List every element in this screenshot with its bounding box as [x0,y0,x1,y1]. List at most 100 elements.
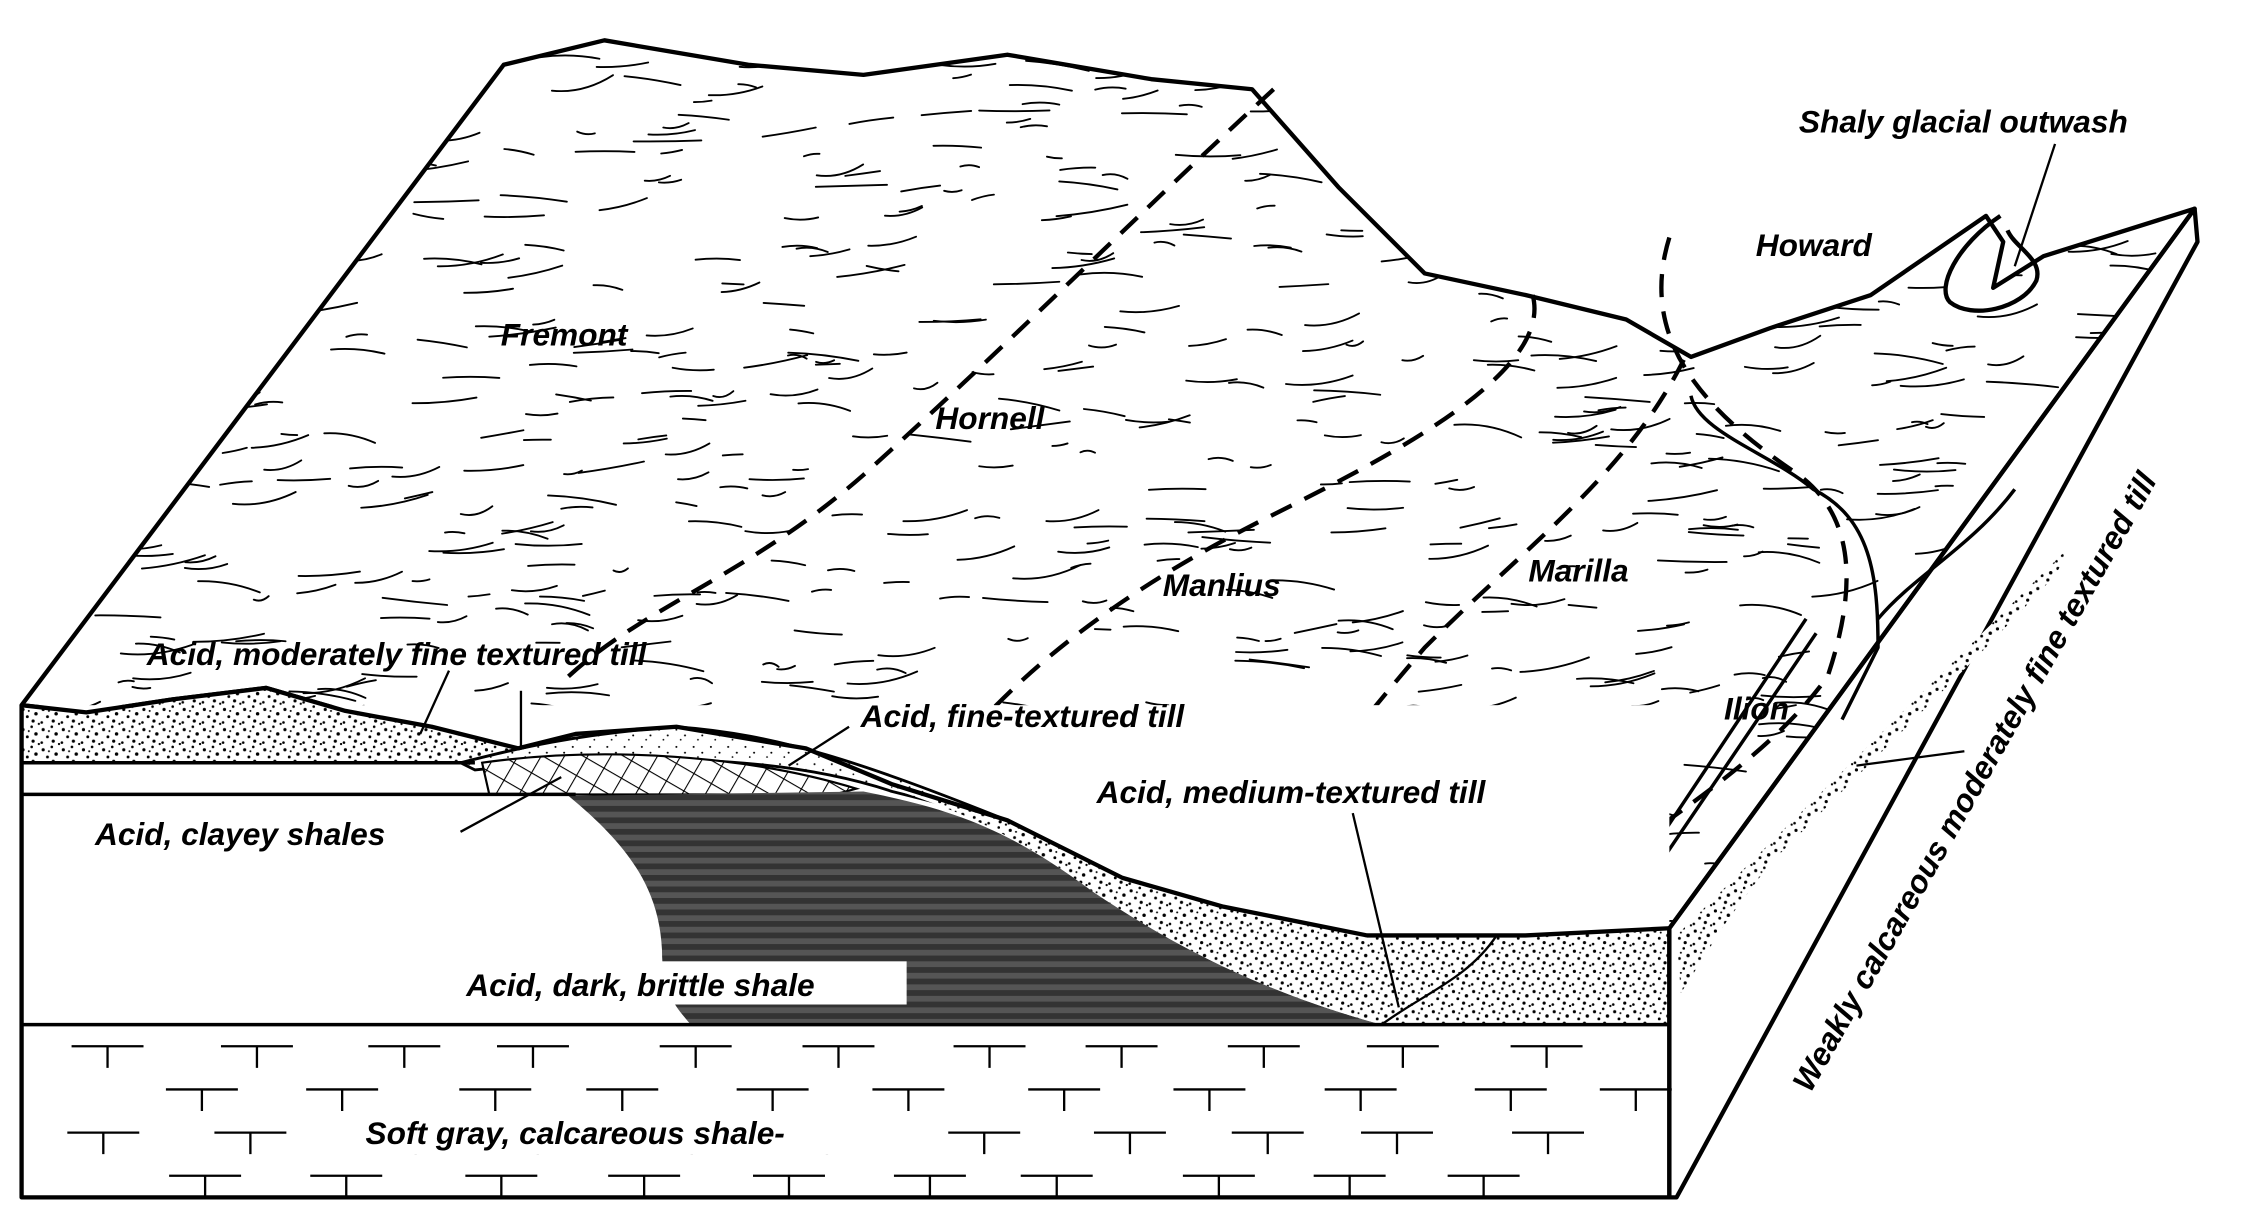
hatch-stroke [1450,108,1467,112]
hatch-stroke [2032,868,2090,876]
hatch-stroke [101,510,152,524]
brick-mark [659,1045,732,1068]
hatch-stroke [34,468,72,473]
hatch-stroke [814,362,841,366]
hatch-stroke [1795,796,1816,803]
hatch-stroke [1122,625,1180,633]
hatch-stroke [1423,624,1448,629]
hatch-stroke [210,415,228,419]
hatch-stroke [1565,273,1628,284]
hatch-stroke [1733,672,1766,677]
hatch-stroke [671,366,715,372]
hatch-stroke [622,437,668,445]
hatch-stroke [1858,188,1900,193]
hatch-stroke [1640,226,1690,230]
hatch-stroke [719,485,749,490]
brick-mark [67,1131,140,1155]
hatch-stroke [1567,424,1598,435]
hatch-stroke [696,590,717,594]
brick-mark [1361,1131,1433,1155]
hatch-stroke [1892,468,1957,473]
hatch-stroke [442,375,501,379]
brick-mark [465,1174,538,1198]
hatch-stroke [1269,579,1336,591]
label-marilla: Marilla [1528,552,1628,588]
hatch-stroke [809,248,851,258]
hatch-stroke [480,429,525,439]
hatch-stroke [647,129,696,136]
hatch-stroke [1896,419,1934,431]
hatch-stroke [1759,881,1791,888]
hatch-stroke [94,614,162,619]
hatch-stroke [1182,61,1233,73]
hatch-stroke [226,212,292,222]
hatch-stroke [932,144,983,149]
hatch-stroke [595,61,650,68]
hatch-stroke [555,393,592,402]
hatch-stroke [386,171,413,177]
hatch-stroke [1943,183,2010,198]
hatch-stroke [1774,334,1822,349]
hatch-stroke [938,62,997,68]
hatch-stroke [2159,706,2195,715]
hatch-stroke [877,646,936,658]
brick-mark [586,1088,659,1112]
hatch-stroke [474,325,530,333]
hatch-stroke [1491,667,1513,672]
hatch-stroke [1188,338,1227,347]
hatch-stroke [217,143,277,154]
hatch-stroke [1005,117,1032,124]
hatch-stroke [1399,200,1471,213]
hatch-stroke [2166,449,2195,453]
hatch-stroke [1632,136,1693,148]
hatch-stroke [1153,240,1176,247]
hatch-stroke [1683,401,1716,406]
hatch-stroke [1486,363,1536,372]
hatch-stroke [2168,423,2195,427]
hatch-stroke [1201,536,1272,544]
hatch-stroke [132,671,192,681]
hatch-stroke [253,56,280,61]
brick-mark [802,1045,875,1068]
hatch-stroke [1643,367,1695,376]
hatch-stroke [1492,99,1556,116]
hatch-stroke [2141,46,2163,51]
hatch-stroke [318,301,359,312]
label-background [359,1111,878,1155]
hatch-stroke [2167,780,2195,796]
hatch-stroke [1695,432,1725,440]
hatch-stroke [1441,215,1503,222]
hatch-stroke [1707,457,1780,473]
hatch-stroke [630,350,660,355]
hatch-stroke [1147,487,1207,491]
hatch-stroke [100,536,124,540]
hatch-stroke [669,394,714,402]
hatch-stroke [560,505,594,510]
hatch-stroke [573,338,622,348]
hatch-stroke [547,494,617,506]
hatch-stroke [495,607,529,616]
hatch-stroke [2104,867,2174,871]
hatch-stroke [215,168,254,177]
hatch-stroke [1538,431,1583,439]
brick-mark [1474,1088,1547,1112]
hatch-stroke [301,169,360,174]
hatch-stroke [525,412,559,417]
hatch-stroke [1892,473,1921,483]
hatch-stroke [1200,542,1236,550]
hatch-stroke [1482,596,1538,608]
hatch-stroke [2076,313,2144,319]
hatch-stroke [1169,218,1205,226]
hatch-stroke [831,695,880,700]
hatch-stroke [1892,658,1932,668]
hatch-stroke [1389,152,1410,159]
hatch-stroke [142,197,216,202]
hatch-stroke [95,59,165,72]
hatch-stroke [632,139,703,143]
moderately-fine-till-layer [21,687,519,763]
brick-mark [1510,1045,1583,1068]
hatch-stroke [501,521,554,535]
hatch-stroke [2069,754,2115,764]
brick-mark [71,1045,144,1068]
hatch-stroke [2155,585,2195,594]
